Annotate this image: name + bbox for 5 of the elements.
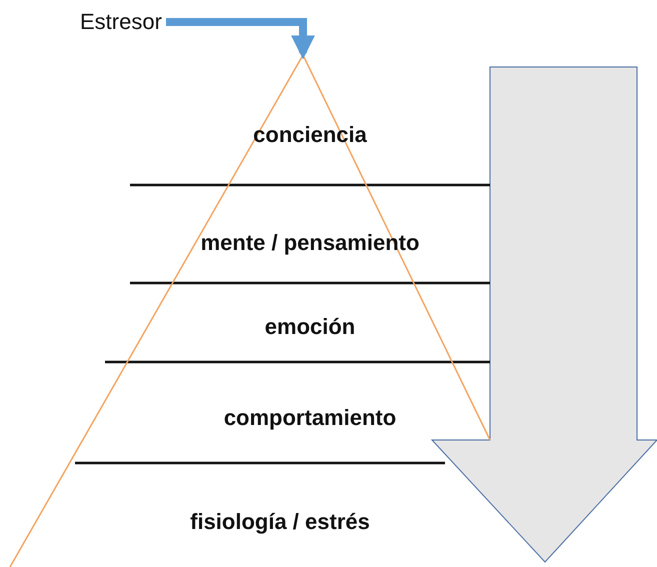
stressor-label: Estresor <box>80 6 166 38</box>
arrow <box>166 18 315 60</box>
layer-label: comportamiento <box>150 393 470 443</box>
layer-label: emoción <box>150 303 470 351</box>
layer-label: fisiología / estrés <box>120 497 440 547</box>
